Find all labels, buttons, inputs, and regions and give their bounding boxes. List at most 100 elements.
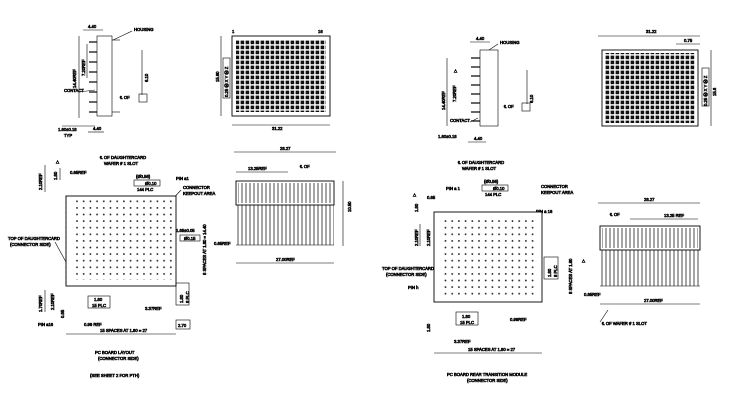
rr-pin-a1: PIN a 1: [446, 186, 461, 191]
dim-4-40b: 4.40: [93, 126, 102, 131]
rr-title-2: (CONNECTOR SIDE): [467, 378, 508, 383]
rr-top-dc-1: TOP OF DAUGHTERCARD: [382, 266, 434, 271]
rr-r8plc: 8 PLC: [553, 265, 558, 277]
bf-wafer: ℄ OF WAFER # 1 SLOT: [601, 321, 647, 326]
bf-dim-0-65: 0.65REF: [584, 292, 601, 297]
r-dim-7-20: 7.20REF: [452, 85, 457, 102]
f-dim-31-22: 31.22: [646, 29, 657, 34]
pin-a1: PIN a1: [176, 176, 189, 181]
spaces-horiz: 15 SPACES AT 1.80 = 27: [100, 328, 148, 333]
b180: 1.80: [94, 297, 103, 302]
top-dc-1: TOP OF DAUGHTERCARD: [8, 236, 60, 241]
rr-keepout-1: CONNECTOR: [541, 184, 568, 189]
daughtercard-label: ℄ OF DAUGHTERCARD: [99, 155, 146, 160]
b099: 0.99 REF: [84, 322, 102, 327]
side-view-left: 4.40 HOUSING 14.40REF 7.20REF 6.10 CONTA…: [58, 24, 154, 139]
dim-31-22: 31.22: [272, 126, 283, 131]
r-dim-14-40: 14.40REF: [441, 91, 446, 110]
rr-dim-0-65: 0.65: [427, 195, 436, 200]
dim-7-20: 7.20REF: [81, 59, 86, 76]
r-dim-6-10: 6.10: [529, 94, 534, 103]
delta-mark: △: [56, 159, 60, 164]
r270: 2.70: [178, 323, 187, 328]
keepout-1: CONNECTOR: [183, 185, 210, 190]
r-dim-4-40: 4.40: [476, 36, 485, 41]
bf-delta: △: [582, 258, 586, 263]
wafer-label: WAFER # 1 SLOT: [104, 161, 138, 166]
rr-top-dc-2: (CONNECTOR SIDE): [386, 272, 427, 277]
rr-wafer: WAFER # 1 SLOT: [462, 166, 496, 171]
dim-0-65-mid: 0.65REF: [214, 241, 231, 246]
rr-b180v: 1.80: [426, 323, 431, 332]
r180: 1.80: [179, 294, 184, 303]
r-dim-1-60: 1.60±0.18: [438, 134, 457, 139]
rr-dim-056: (Ø0.56): [484, 179, 499, 184]
bf-cl-of: ℄ OF: [609, 212, 620, 217]
f-dim-0-75: 0.75: [684, 38, 693, 43]
b15plc: 15 PLC: [92, 303, 106, 308]
rr-b180: 1.80: [462, 314, 471, 319]
f-tol: 0.25 Ⓜ X Y Ⓜ Z: [702, 75, 709, 106]
rr-pin-a16: PIN a 16: [536, 209, 553, 214]
dim-13-25: 13.25REF: [248, 166, 267, 171]
housing-label: HOUSING: [134, 27, 154, 32]
dim-1-60: 1.60±0.18: [58, 127, 77, 132]
rr-dim-1-80: 1.80: [414, 203, 419, 212]
rr-b099: 0.99REF: [510, 317, 527, 322]
rr-b337: 3.37REF: [454, 339, 471, 344]
dim-2-10: 2.10REF: [38, 173, 43, 190]
dim-015: Ø0.15: [184, 236, 196, 241]
dim-28-27: 28.27: [280, 146, 291, 151]
rr-dim-2-10b: 2.10REF: [426, 229, 431, 246]
dim-1-70: 1.70REF: [38, 295, 43, 312]
corner-16: 16: [318, 29, 323, 34]
r8plc: 8 PLC: [185, 291, 190, 303]
pcb-layout-left: △ 2.10REF 1.80 0.65REF ℄ OF DAUGHTERCARD…: [8, 155, 216, 379]
dim-6-10: 6.10: [144, 73, 149, 82]
pcb-title-2: (CONNECTOR SIDE): [98, 356, 139, 361]
rr-title-1: PC BOARD REAR TRANSITION MODULE: [447, 372, 527, 377]
dim-1-80: 1.80: [53, 171, 58, 180]
side-view-right: 4.40 HOUSING △ 14.40REF 7.20REF 6.10 ℄ O…: [438, 36, 534, 143]
bf-dim-27-00: 27.00REF: [644, 298, 663, 303]
dim-2-10b: 2.10REF: [50, 293, 55, 310]
r-dim-4-40b: 4.40: [474, 136, 483, 141]
front-view-far: 31.22 0.75 15.6 0.25 Ⓜ X Y Ⓜ Z: [598, 29, 717, 127]
rr-dim-010: Ø0.10: [493, 186, 505, 191]
side-pins-mid: 28.27 13.25REF ℄ OF 10.50 0.65REF 27.00R…: [214, 146, 352, 264]
cl-of-mid: ℄ OF: [299, 164, 310, 169]
pcb-title-1: PC BOARD LAYOUT: [95, 350, 135, 355]
rr-keepout-2: KEEPOUT AREA: [541, 190, 573, 195]
r-cl-of: ℄ OF: [503, 104, 514, 109]
top-dc-2: (CONNECTOR SIDE): [10, 242, 51, 247]
r-contact: CONTACT: [450, 118, 470, 123]
rr-delta: △: [413, 192, 417, 197]
keepout-2: KEEPOUT AREA: [183, 191, 215, 196]
rr-spaces-h: 15 SPACES AT 1.80 = 27: [468, 347, 516, 352]
r-delta: △: [454, 68, 458, 73]
tol-frame: 0.25 Ⓜ X Y Ⓜ Z: [223, 66, 230, 97]
pcb-rear-right: ℄ OF DAUGHTERCARD WAFER # 1 SLOT (Ø0.56)…: [382, 160, 574, 384]
dim-15-60: 15.60: [215, 71, 220, 82]
cl-of-label: ℄ OF: [119, 95, 130, 100]
bf-dim-28-27: 28.27: [644, 197, 655, 202]
dim-10-50: 10.50: [347, 201, 352, 212]
side-pins-far: 28.27 ℄ OF 13.25 REF △ 0.65REF 27.00REF …: [582, 197, 701, 326]
dim-27-00: 27.00REF: [276, 257, 295, 262]
front-view-mid: 1 16 15.60 0.25 Ⓜ X Y Ⓜ Z 31.22: [215, 29, 331, 131]
rr-pin-h: PIN h: [408, 285, 419, 290]
dim-0-65b: 0.65: [60, 309, 65, 318]
rr-dim-2-10: 2.10REF: [414, 229, 419, 246]
pin-a16: PIN a16: [38, 322, 54, 327]
dim-14-40: 14.40REF: [72, 69, 77, 88]
dim-0-65: 0.65REF: [70, 170, 87, 175]
rr-daughtercard: ℄ OF DAUGHTERCARD: [457, 160, 504, 165]
bf-dim-13-25: 13.25 REF: [664, 213, 684, 218]
rr-spaces-v: 8 SPACES AT 1.80: [568, 258, 573, 294]
spaces-vert: 8 SPACES AT 1.80 = 14.40: [202, 224, 207, 275]
rr-r180: 1.80: [547, 268, 552, 277]
b337: 3.37REF: [145, 306, 162, 311]
typ-label: TYP: [64, 133, 72, 138]
dim-1-65: 1.65±0.05: [176, 228, 195, 233]
